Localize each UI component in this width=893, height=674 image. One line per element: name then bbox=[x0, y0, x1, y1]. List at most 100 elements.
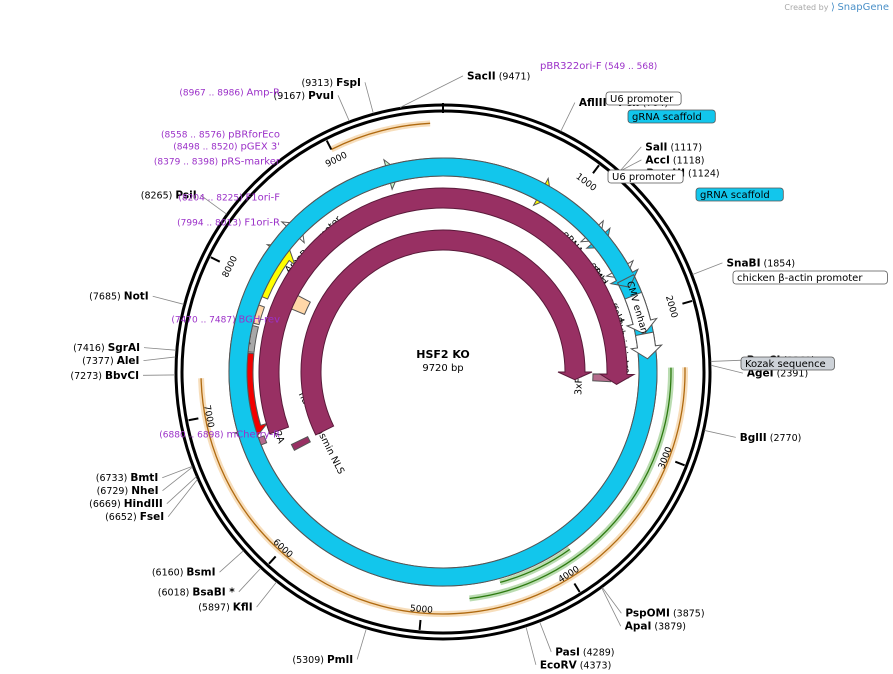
enzyme-leader bbox=[143, 347, 176, 351]
enzyme-leader bbox=[704, 430, 736, 438]
enzyme-label[interactable]: ApaI (3879) bbox=[625, 621, 686, 633]
enzyme-leader bbox=[162, 466, 193, 479]
orange-top-band bbox=[330, 122, 431, 151]
feature-bands bbox=[198, 120, 688, 617]
tick-label: 2000 bbox=[663, 295, 679, 320]
enzyme-label[interactable]: (7416) SgrAI bbox=[73, 342, 140, 354]
boxed-label-frame bbox=[740, 356, 835, 371]
primer-label[interactable]: (8204 .. 8225) F1ori-F bbox=[178, 193, 280, 204]
feature-grna-scaffold[interactable] bbox=[228, 157, 658, 587]
enzyme-leader bbox=[710, 359, 743, 362]
enzyme-label[interactable]: (6652) FseI bbox=[105, 511, 164, 523]
enzyme-leader bbox=[710, 364, 744, 374]
boxed-label-frame bbox=[695, 187, 784, 202]
enzyme-leader bbox=[364, 82, 374, 114]
enzyme-leader bbox=[525, 626, 537, 665]
enzyme-leader bbox=[143, 356, 176, 361]
primer-label[interactable]: (8498 .. 8520) pGEX 3' bbox=[173, 142, 280, 153]
primer-label[interactable]: (8379 .. 8398) pRS-marker bbox=[154, 157, 281, 168]
enzyme-label[interactable]: SnaBI (1854) bbox=[726, 257, 795, 269]
feature-cmv-enhancer[interactable] bbox=[624, 291, 659, 335]
boxed-label-text[interactable]: chicken β-actin promoter bbox=[737, 273, 863, 284]
snapgene-credit: Created by ⟩ SnapGene bbox=[784, 2, 889, 13]
primer-label[interactable]: pBR322ori-F (549 .. 568) bbox=[540, 61, 657, 72]
tick-label: 1000 bbox=[574, 172, 599, 194]
primer-label[interactable]: (8967 .. 8986) Amp-R bbox=[179, 88, 280, 99]
enzyme-leader bbox=[620, 159, 642, 172]
enzyme-label[interactable]: (5309) PmlI bbox=[292, 654, 353, 666]
enzyme-label[interactable]: (6733) BmtI bbox=[96, 472, 158, 484]
cas9-label: Cas9 bbox=[485, 483, 512, 503]
enzyme-label[interactable]: EcoRV (4373) bbox=[540, 659, 611, 671]
enzyme-leader bbox=[619, 146, 642, 172]
enzyme-leader bbox=[256, 581, 277, 608]
enzyme-label[interactable]: (7273) BbvCI bbox=[70, 370, 139, 382]
primer-label[interactable]: (7470 .. 7487) BGH-rev bbox=[171, 315, 280, 326]
leader-lines bbox=[143, 75, 744, 665]
boxed-label-frame bbox=[605, 91, 682, 106]
enzyme-label[interactable]: AgeI (2391) bbox=[747, 368, 808, 380]
enzyme-label[interactable]: (9167) PvuI bbox=[273, 90, 334, 102]
enzyme-label[interactable]: (9313) FspI bbox=[302, 77, 361, 89]
feature-hybrid-intron[interactable] bbox=[629, 331, 664, 360]
enzyme-label[interactable]: (6669) HindIII bbox=[89, 498, 163, 510]
primer-label[interactable]: (6880 .. 6898) mCherry-R bbox=[159, 430, 280, 441]
tick-mark bbox=[325, 140, 333, 150]
enzyme-label[interactable]: (6018) BsaBI * bbox=[158, 586, 236, 598]
tick-mark bbox=[418, 619, 422, 631]
tick-label: 8000 bbox=[221, 254, 240, 279]
enzyme-leader bbox=[162, 466, 193, 492]
tick-mark bbox=[674, 460, 685, 467]
primer-label[interactable]: (7994 .. 8013) F1ori-R bbox=[177, 218, 280, 229]
enzyme-label[interactable]: (8265) PsiI bbox=[141, 190, 197, 202]
boxed-label-frame bbox=[607, 169, 684, 184]
snapgene-brand: SnapGene bbox=[837, 2, 889, 13]
tick-mark bbox=[573, 582, 581, 593]
tick-mark bbox=[592, 164, 600, 174]
enzyme-leader bbox=[539, 621, 552, 652]
enzyme-label[interactable]: SacII (9471) bbox=[467, 70, 530, 82]
cas9-inner-arc[interactable] bbox=[300, 229, 593, 436]
enzyme-label[interactable]: AccI (1118) bbox=[645, 154, 704, 166]
boxed-label-text[interactable]: Kozak sequence bbox=[745, 359, 826, 370]
enzyme-leader bbox=[219, 550, 244, 573]
primer-label[interactable]: (8558 .. 8576) pBRforEco bbox=[161, 130, 280, 141]
enzyme-label[interactable]: PspOMI (3875) bbox=[625, 608, 704, 620]
tick-mark bbox=[210, 256, 221, 263]
orange-big-band bbox=[200, 367, 686, 615]
enzyme-label[interactable]: BglII (2770) bbox=[740, 432, 802, 444]
tick-mark bbox=[682, 299, 693, 305]
enzyme-label[interactable]: (5897) KflI bbox=[198, 602, 252, 614]
feature-nucleoplasmin-nls[interactable] bbox=[290, 436, 311, 451]
boxed-label-text[interactable]: gRNA scaffold bbox=[632, 112, 702, 123]
tick-mark bbox=[268, 555, 277, 565]
boxed-label-frame bbox=[732, 270, 888, 285]
cas9-outer-arc[interactable] bbox=[258, 187, 636, 435]
enzyme-label[interactable]: (6729) NheI bbox=[97, 485, 159, 497]
enzyme-label[interactable]: (7685) NotI bbox=[89, 291, 149, 303]
enzyme-label[interactable]: (6160) BsmI bbox=[152, 567, 216, 579]
green-inner-band bbox=[499, 548, 571, 584]
enzyme-leader bbox=[601, 587, 622, 627]
green-outer-band bbox=[469, 367, 672, 600]
enzyme-leader bbox=[200, 194, 227, 215]
enzyme-leader bbox=[152, 295, 184, 305]
boxed-label-text[interactable]: U6 promoter bbox=[610, 94, 674, 105]
enzyme-leader bbox=[167, 479, 198, 517]
snapgene-logo-icon: ⟩ bbox=[830, 2, 835, 13]
enzyme-label[interactable]: PasI (4289) bbox=[555, 646, 614, 658]
boxed-label-text[interactable]: U6 promoter bbox=[612, 172, 676, 183]
plasmid-length: 9720 bp bbox=[422, 363, 463, 374]
tick-label: 5000 bbox=[410, 604, 434, 616]
enzyme-leader bbox=[238, 568, 261, 593]
enzyme-label[interactable]: (7377) AleI bbox=[82, 355, 139, 367]
created-by-label: Created by bbox=[784, 3, 829, 12]
tick-label: 7000 bbox=[201, 404, 215, 429]
boxed-label-text[interactable]: gRNA scaffold bbox=[700, 190, 770, 201]
enzyme-leader bbox=[692, 262, 723, 275]
enzyme-leader bbox=[560, 102, 576, 132]
enzyme-leader bbox=[602, 587, 622, 614]
enzyme-label[interactable]: SalI (1117) bbox=[645, 141, 702, 153]
cas9-label: Cas9 bbox=[459, 537, 485, 552]
